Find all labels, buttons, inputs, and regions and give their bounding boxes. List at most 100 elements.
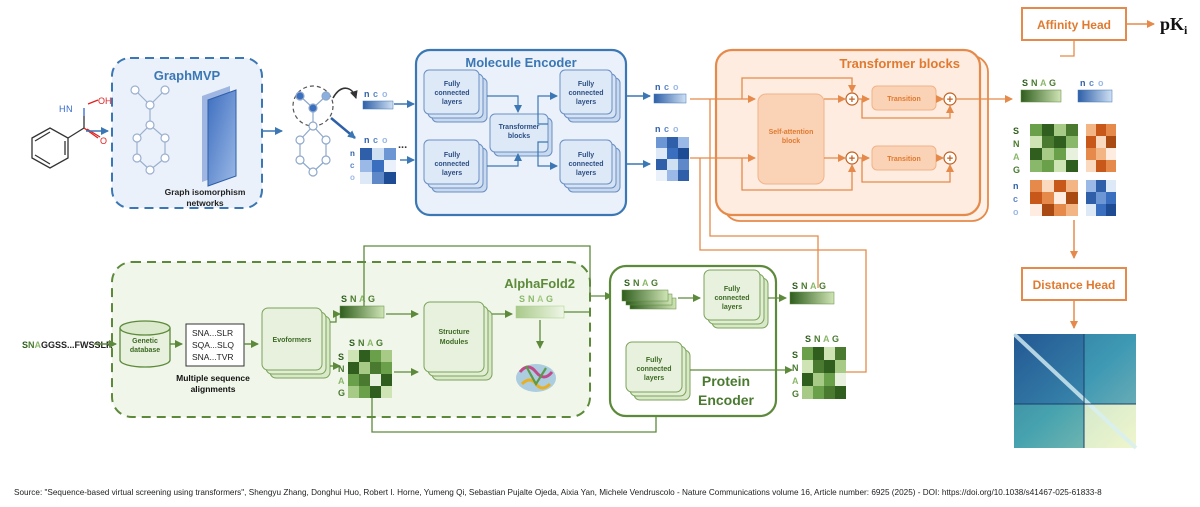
pair-row-c: c — [350, 161, 355, 170]
msa-label-l2: alignments — [191, 384, 236, 394]
protein-structure-3d — [516, 364, 556, 392]
distance-head-title: Distance Head — [1033, 278, 1116, 292]
genetic-db-l1: Genetic — [132, 338, 158, 345]
me-fc-tr-l2: connected — [568, 90, 603, 97]
plus-1: + — [849, 94, 855, 106]
token-n: n — [364, 89, 370, 99]
to-pair-matrix-pp — [1030, 124, 1078, 172]
arrow-graph-to-node-token — [332, 87, 358, 99]
token-o: o — [382, 89, 388, 99]
structure-l2: Modules — [440, 339, 468, 346]
affinity-head-title: Affinity Head — [1037, 18, 1111, 32]
gin-label-line1: Graph isomorphism — [165, 187, 246, 197]
me-fc-tr-l3: layers — [576, 99, 596, 106]
me-fc-bottom-right — [559, 139, 621, 193]
pair-token-o: o — [382, 135, 388, 145]
af-pair-col-n: N — [358, 338, 365, 348]
pair-token-n: n — [364, 135, 370, 145]
pe-input-bars — [621, 289, 677, 310]
af-out-a: A — [537, 294, 544, 304]
af-pair-col-s: S — [349, 338, 355, 348]
me-fc-br-l3: layers — [576, 170, 596, 177]
me-fc-tl-l1: Fully — [444, 81, 460, 88]
me-tb-l1: Transformer — [499, 124, 540, 131]
pe-out-col-s: S — [805, 334, 811, 344]
input-molecule — [31, 99, 101, 169]
to-pair-row-o: o — [1013, 207, 1019, 217]
structure-modules-stack — [423, 301, 493, 381]
af-single-bar — [339, 305, 385, 319]
pe-out-row-s: S — [792, 350, 798, 360]
to-token-n: N — [1031, 78, 1038, 88]
gin-layers — [202, 86, 237, 187]
af-out-n: N — [528, 294, 535, 304]
msa-row-3: SNA...TVR — [192, 352, 234, 362]
molecule-atom-o: O — [100, 136, 107, 146]
arrow-to-affinity — [1060, 40, 1075, 57]
af-single-g: G — [368, 294, 375, 304]
af-pair-row-g: G — [338, 388, 345, 398]
me-out-pair-n: n — [655, 124, 661, 134]
to-mol-token-o: o — [1098, 78, 1104, 88]
me-fc-tl-l2: connected — [434, 90, 469, 97]
node-token-bar — [362, 100, 394, 110]
protein-encoder-title-l2: Encoder — [698, 392, 755, 408]
af-out-s: S — [519, 294, 525, 304]
to-protein-bar — [1020, 89, 1062, 103]
pe-fc-bottom — [625, 341, 691, 401]
me-internal-arrows — [487, 92, 558, 170]
pe-out-col-n: N — [814, 334, 821, 344]
pe-fc-bottom-l2: connected — [636, 366, 671, 373]
molecule-encoder-title: Molecule Encoder — [465, 55, 576, 70]
genetic-database-icon — [119, 320, 171, 368]
msa-row-1: SNA...SLR — [192, 328, 233, 338]
me-out-node-bar — [653, 93, 687, 104]
me-fc-top-right — [559, 69, 621, 123]
af-pair-row-a: A — [338, 376, 345, 386]
molecule-atom-h: H — [59, 104, 66, 114]
pe-in-s: S — [624, 278, 630, 288]
af-pair-col-a: A — [367, 338, 374, 348]
me-tb-l2: blocks — [508, 133, 530, 140]
pe-out-col-g: G — [832, 334, 839, 344]
me-fc-tl-l3: layers — [442, 99, 462, 106]
af-pair-row-s: S — [338, 352, 344, 362]
protein-to-transformer-lines — [699, 99, 867, 373]
me-fc-bl-l1: Fully — [444, 152, 460, 159]
af-out-single-bar — [515, 305, 565, 319]
residual-add-nodes — [845, 92, 957, 165]
af-pair-row-n: N — [338, 364, 345, 374]
to-mol-token-n: n — [1080, 78, 1086, 88]
pe-out-s: S — [792, 281, 798, 291]
pe-fc-bottom-l1: Fully — [646, 357, 662, 364]
to-pair-matrix-mp — [1030, 180, 1078, 216]
molecule-atom-n: N — [66, 104, 73, 114]
me-fc-top-left — [423, 69, 488, 123]
to-pair-row-n2: n — [1013, 181, 1019, 191]
me-out-pair-o: o — [673, 124, 679, 134]
pe-out-pair-matrix — [802, 347, 846, 399]
to-pair-row-s: S — [1013, 126, 1019, 136]
plus-3: + — [849, 153, 855, 165]
af-single-a: A — [359, 294, 366, 304]
af-pair-matrix — [348, 350, 392, 398]
pe-fc-bottom-l3: layers — [644, 375, 664, 382]
pe-fc-top-l2: connected — [714, 295, 749, 302]
sequence-input: SNAGGSS...FWSSLR — [22, 340, 113, 350]
msa-row-2: SQA...SLQ — [192, 340, 234, 350]
af-pair-col-g: G — [376, 338, 383, 348]
pe-out-single-bar — [789, 291, 835, 305]
me-out-token-o: o — [673, 82, 679, 92]
me-fc-br-l1: Fully — [578, 152, 594, 159]
to-pair-matrix-mm — [1086, 180, 1116, 216]
pe-in-a: A — [642, 278, 649, 288]
me-fc-br-l2: connected — [568, 161, 603, 168]
arrow-graph-to-pair-tokens — [330, 117, 356, 139]
af-out-g: G — [546, 294, 553, 304]
af-to-encoder-lines — [363, 245, 660, 433]
pe-out-a: A — [810, 281, 817, 291]
gin-label-line2: networks — [186, 198, 224, 208]
pair-row-n: n — [350, 149, 355, 158]
pair-token-c: c — [373, 135, 378, 145]
me-out-pair-matrix — [656, 137, 689, 181]
